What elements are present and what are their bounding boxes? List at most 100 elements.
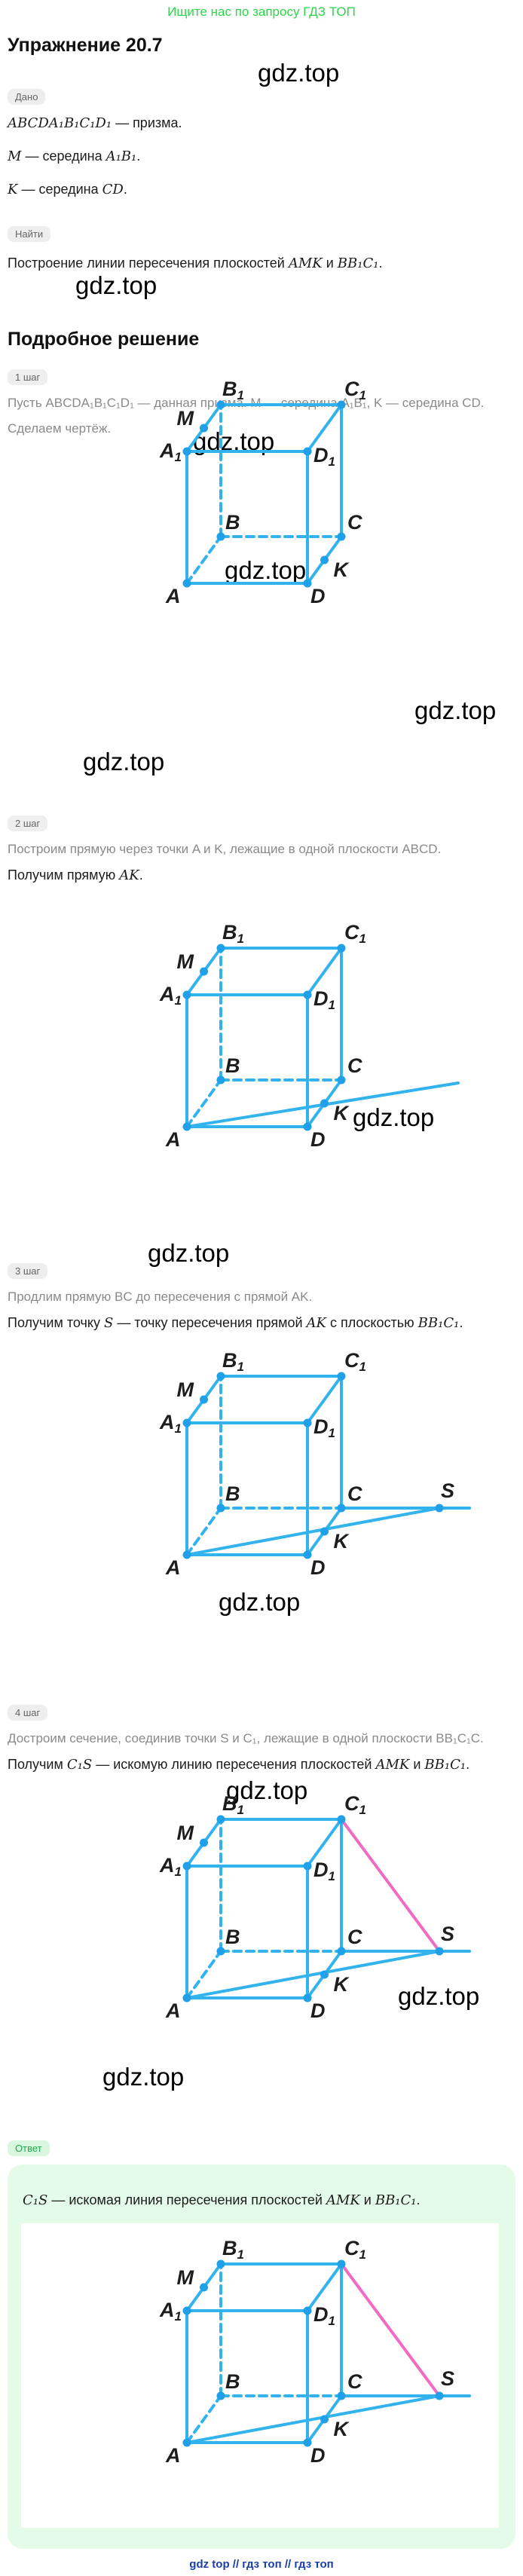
point-B — [216, 1504, 225, 1513]
given-line-2: M — середина A₁B₁. — [8, 148, 141, 164]
label-K: K — [334, 2418, 350, 2440]
label-A: A — [165, 1556, 181, 1579]
label-C1: C1 — [344, 1349, 366, 1374]
label-C: C — [347, 1926, 362, 1948]
label-S: S — [441, 1923, 454, 1945]
label-A: A — [165, 585, 181, 607]
watermark: gdz.top — [225, 556, 307, 584]
point-B — [216, 532, 225, 541]
point-C1 — [337, 400, 346, 409]
watermark: gdz.top — [75, 271, 158, 299]
line-AK — [185, 1950, 441, 1999]
edge-AB-hidden — [185, 1507, 222, 1556]
edge-D1C1 — [306, 947, 343, 996]
label-B: B — [225, 1054, 240, 1077]
point-C1 — [337, 1372, 346, 1381]
point-D1 — [303, 2306, 312, 2315]
point-A1 — [182, 1418, 191, 1427]
label-D: D — [310, 585, 326, 607]
label-D: D — [310, 1556, 326, 1579]
answer-figure-panel — [21, 2223, 499, 2528]
point-D — [303, 1122, 312, 1131]
edge-AB-hidden — [185, 535, 222, 585]
edge-D1C1 — [306, 1818, 343, 1868]
point-C1 — [337, 2259, 346, 2269]
given-line-3: K — середина CD. — [8, 182, 127, 197]
point-A1 — [182, 2306, 191, 2315]
label-S: S — [441, 2367, 454, 2390]
label-M: M — [177, 1378, 194, 1401]
step-label: 3 шаг — [8, 1263, 48, 1279]
label-B1: B1 — [222, 921, 244, 946]
line-C1S — [340, 1818, 441, 1953]
solution-title: Подробное решение — [8, 329, 200, 350]
point-C1 — [337, 944, 346, 953]
point-A — [182, 1993, 191, 2002]
given-label: Дано — [8, 89, 46, 105]
label-S: S — [441, 1479, 454, 1502]
find-label: Найти — [8, 226, 51, 242]
point-D — [303, 1550, 312, 1559]
footer-links[interactable]: gdz top // гдз топ // гдз топ — [189, 2558, 334, 2571]
label-B: B — [225, 511, 240, 534]
watermark: gdz.top — [226, 1776, 308, 1804]
point-M — [200, 967, 208, 976]
point-B1 — [216, 1815, 225, 1824]
label-C: C — [347, 511, 362, 534]
label-C: C — [347, 1054, 362, 1077]
watermark: gdz.top — [83, 748, 165, 776]
point-D — [303, 579, 312, 588]
label-B1: B1 — [222, 1792, 244, 1817]
point-M — [200, 1395, 208, 1404]
step-2-text: Получим прямую AK. — [8, 867, 143, 883]
step-1-text: Пусть ABCDA₁B₁C₁D₁ — данная призма. M — … — [8, 396, 485, 410]
label-A1: A1 — [159, 439, 182, 464]
point-C — [337, 1075, 346, 1085]
point-D1 — [303, 447, 312, 456]
point-K — [320, 1527, 329, 1536]
label-A1: A1 — [159, 2299, 182, 2324]
edge-D1C1 — [306, 403, 343, 453]
page-title: Упражнение 20.7 — [8, 35, 163, 56]
point-B1 — [216, 400, 225, 409]
point-D — [303, 1993, 312, 2002]
label-M: M — [177, 1822, 194, 1844]
label-C: C — [347, 2370, 362, 2393]
step-3-text: Получим точку S — точку пересечения прям… — [8, 1315, 463, 1331]
line-AK — [185, 2394, 441, 2444]
point-A1 — [182, 1862, 191, 1871]
edge-D1C1 — [306, 2262, 343, 2312]
point-S — [435, 1947, 444, 1956]
point-A1 — [182, 447, 191, 456]
given-line-1: ABCDA₁B₁C₁D₁ — призма. — [8, 115, 182, 131]
top-search-link[interactable]: Ищите нас по запросу ГДЗ ТОП — [167, 5, 356, 19]
watermark: gdz.top — [398, 1982, 480, 2010]
point-A1 — [182, 990, 191, 999]
point-D1 — [303, 1418, 312, 1427]
point-C — [337, 2391, 346, 2400]
label-B: B — [225, 1482, 240, 1505]
point-S — [435, 2391, 444, 2400]
label-A: A — [165, 2444, 181, 2467]
label-B: B — [225, 1926, 240, 1948]
point-M — [200, 2283, 208, 2292]
label-K: K — [334, 1102, 350, 1124]
watermark: gdz.top — [148, 1239, 230, 1267]
watermark: gdz.top — [102, 2063, 185, 2091]
label-C: C — [347, 1482, 362, 1505]
label-K: K — [334, 1530, 350, 1553]
point-C — [337, 1504, 346, 1513]
step-1-text-2: Сделаем чертёж. — [8, 421, 112, 436]
label-A1: A1 — [159, 1854, 182, 1879]
label-M: M — [177, 407, 194, 430]
point-M — [200, 424, 208, 433]
point-B — [216, 1075, 225, 1085]
point-D — [303, 2438, 312, 2447]
label-C1: C1 — [344, 1792, 366, 1817]
point-D1 — [303, 1862, 312, 1871]
point-S — [435, 1504, 444, 1513]
label-C1: C1 — [344, 921, 366, 946]
point-B — [216, 1947, 225, 1956]
step-4-text: Получим C₁S — искомую линию пересечения … — [8, 1757, 470, 1773]
